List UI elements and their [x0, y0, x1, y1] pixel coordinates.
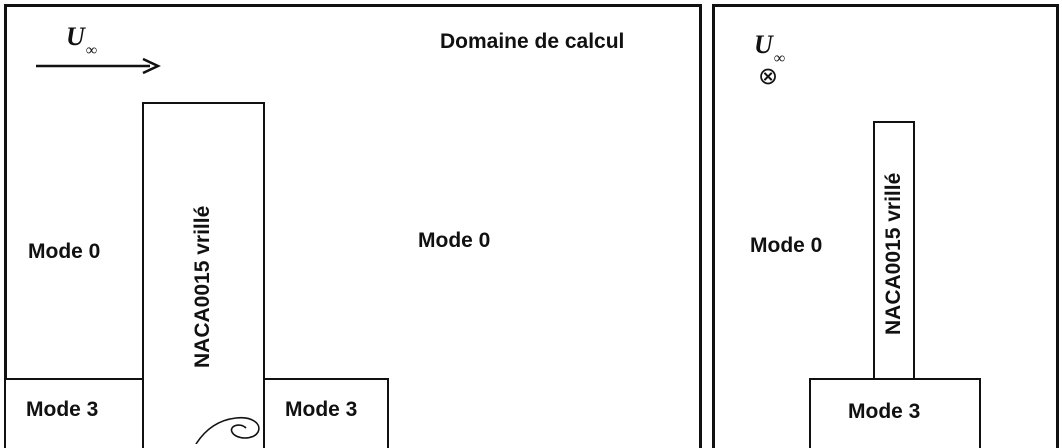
mode3-label-left: Mode 3 [26, 398, 99, 421]
mode3-region-front [809, 378, 981, 448]
mode3-label-right: Mode 3 [285, 398, 358, 421]
freestream-subscript: ∞ [85, 42, 98, 60]
freestream-velocity-label-front: U∞ [754, 30, 786, 68]
tip-vortex-spiral [195, 416, 260, 444]
mode3-region-left [6, 378, 144, 448]
freestream-symbol: U [66, 22, 85, 51]
mode0-label-right: Mode 0 [418, 229, 491, 252]
freestream-subscript-front: ∞ [773, 50, 786, 68]
into-page-icon: ⊗ [758, 63, 779, 90]
mode3-region-right [263, 378, 389, 448]
twisted-wing-side [142, 102, 265, 448]
wing-label-side: NACA0015 vrillé [191, 205, 214, 368]
domain-label: Domaine de calcul [440, 30, 625, 53]
mode3-label-front: Mode 3 [848, 400, 921, 423]
mode0-label-left: Mode 0 [28, 240, 101, 263]
computational-domain-side-view [4, 4, 702, 448]
mode0-label-front: Mode 0 [750, 234, 823, 257]
freestream-symbol-front: U [754, 30, 773, 59]
freestream-velocity-label: U∞ [66, 22, 98, 60]
wing-label-front: NACA0015 vrillé [882, 172, 905, 335]
